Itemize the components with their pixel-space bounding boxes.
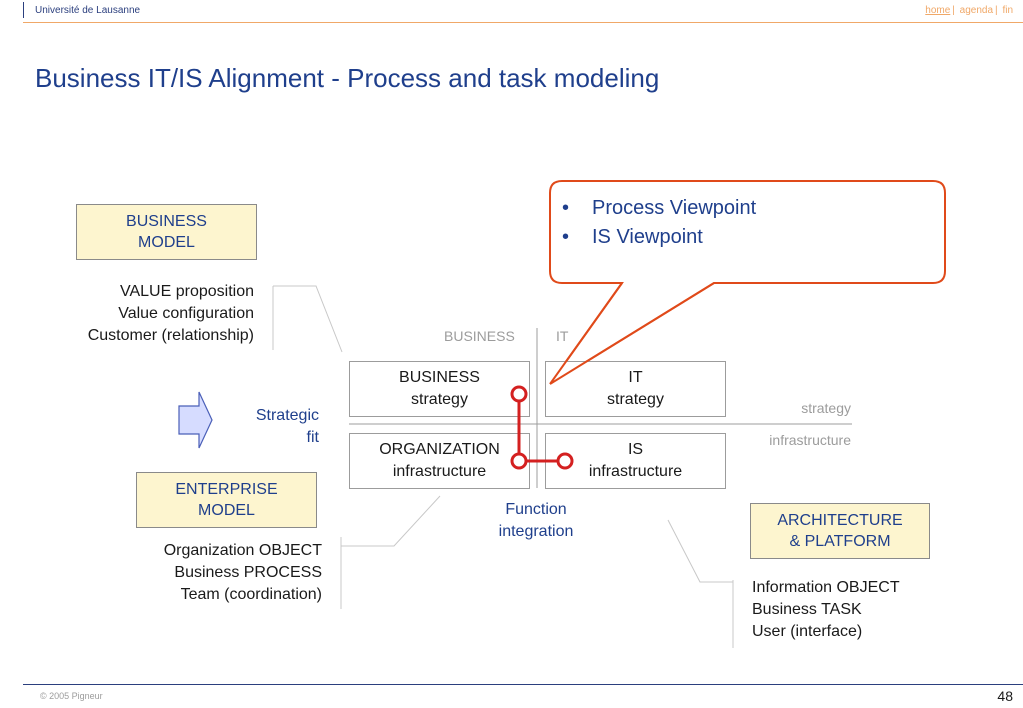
function-integration-label: Function integration — [498, 501, 574, 540]
strategic-fit-label: Strategic fit — [255, 407, 319, 446]
matrix-row-infrastructure: infrastructure — [769, 432, 851, 448]
architecture-platform-label: ARCHITECTURE & PLATFORM — [750, 503, 930, 559]
cell-is-infrastructure: IS infrastructure — [545, 433, 726, 489]
enterprise-model-details: Organization OBJECT Business PROCESS Tea… — [163, 542, 322, 603]
cell-business-strategy: BUSINESS strategy — [349, 361, 530, 417]
page-number: 48 — [997, 688, 1013, 704]
page-title: Business IT/IS Alignment - Process and t… — [35, 63, 660, 93]
cell-it-strategy: IT strategy — [545, 361, 726, 417]
architecture-leader — [667, 519, 733, 583]
enterprise-model-leader — [341, 495, 441, 547]
enterprise-model-label: ENTERPRISE MODEL — [136, 472, 317, 528]
architecture-platform-details: Information OBJECT Business TASK User (i… — [752, 579, 900, 640]
header-rule — [23, 2, 24, 18]
matrix-row-strategy: strategy — [801, 400, 851, 416]
business-model-details: VALUE proposition Value configuration Cu… — [87, 283, 254, 344]
agenda-link[interactable]: agenda — [959, 5, 994, 16]
fin-link[interactable]: fin — [1002, 5, 1013, 16]
matrix-column-it: IT — [556, 328, 569, 344]
copyright: © 2005 Pigneur — [40, 691, 103, 701]
nav-separator: | — [952, 5, 955, 16]
business-model-label: BUSINESS MODEL — [76, 204, 257, 260]
cell-organization-infrastructure: ORGANIZATION infrastructure — [349, 433, 530, 489]
home-link[interactable]: home — [925, 5, 951, 16]
callout-list: •Process Viewpoint •IS Viewpoint — [562, 194, 756, 252]
callout-item: •Process Viewpoint — [562, 197, 757, 219]
matrix-column-business: BUSINESS — [444, 328, 515, 344]
nav-separator: | — [995, 5, 998, 16]
header-nav: home| agenda| fin — [925, 5, 1013, 16]
business-model-leader — [273, 285, 343, 353]
header-divider — [23, 22, 1023, 23]
institution-name: Université de Lausanne — [35, 5, 141, 16]
callout-item: •IS Viewpoint — [562, 226, 703, 248]
footer-divider — [23, 684, 1023, 685]
strategic-fit-arrow-icon — [178, 391, 213, 449]
